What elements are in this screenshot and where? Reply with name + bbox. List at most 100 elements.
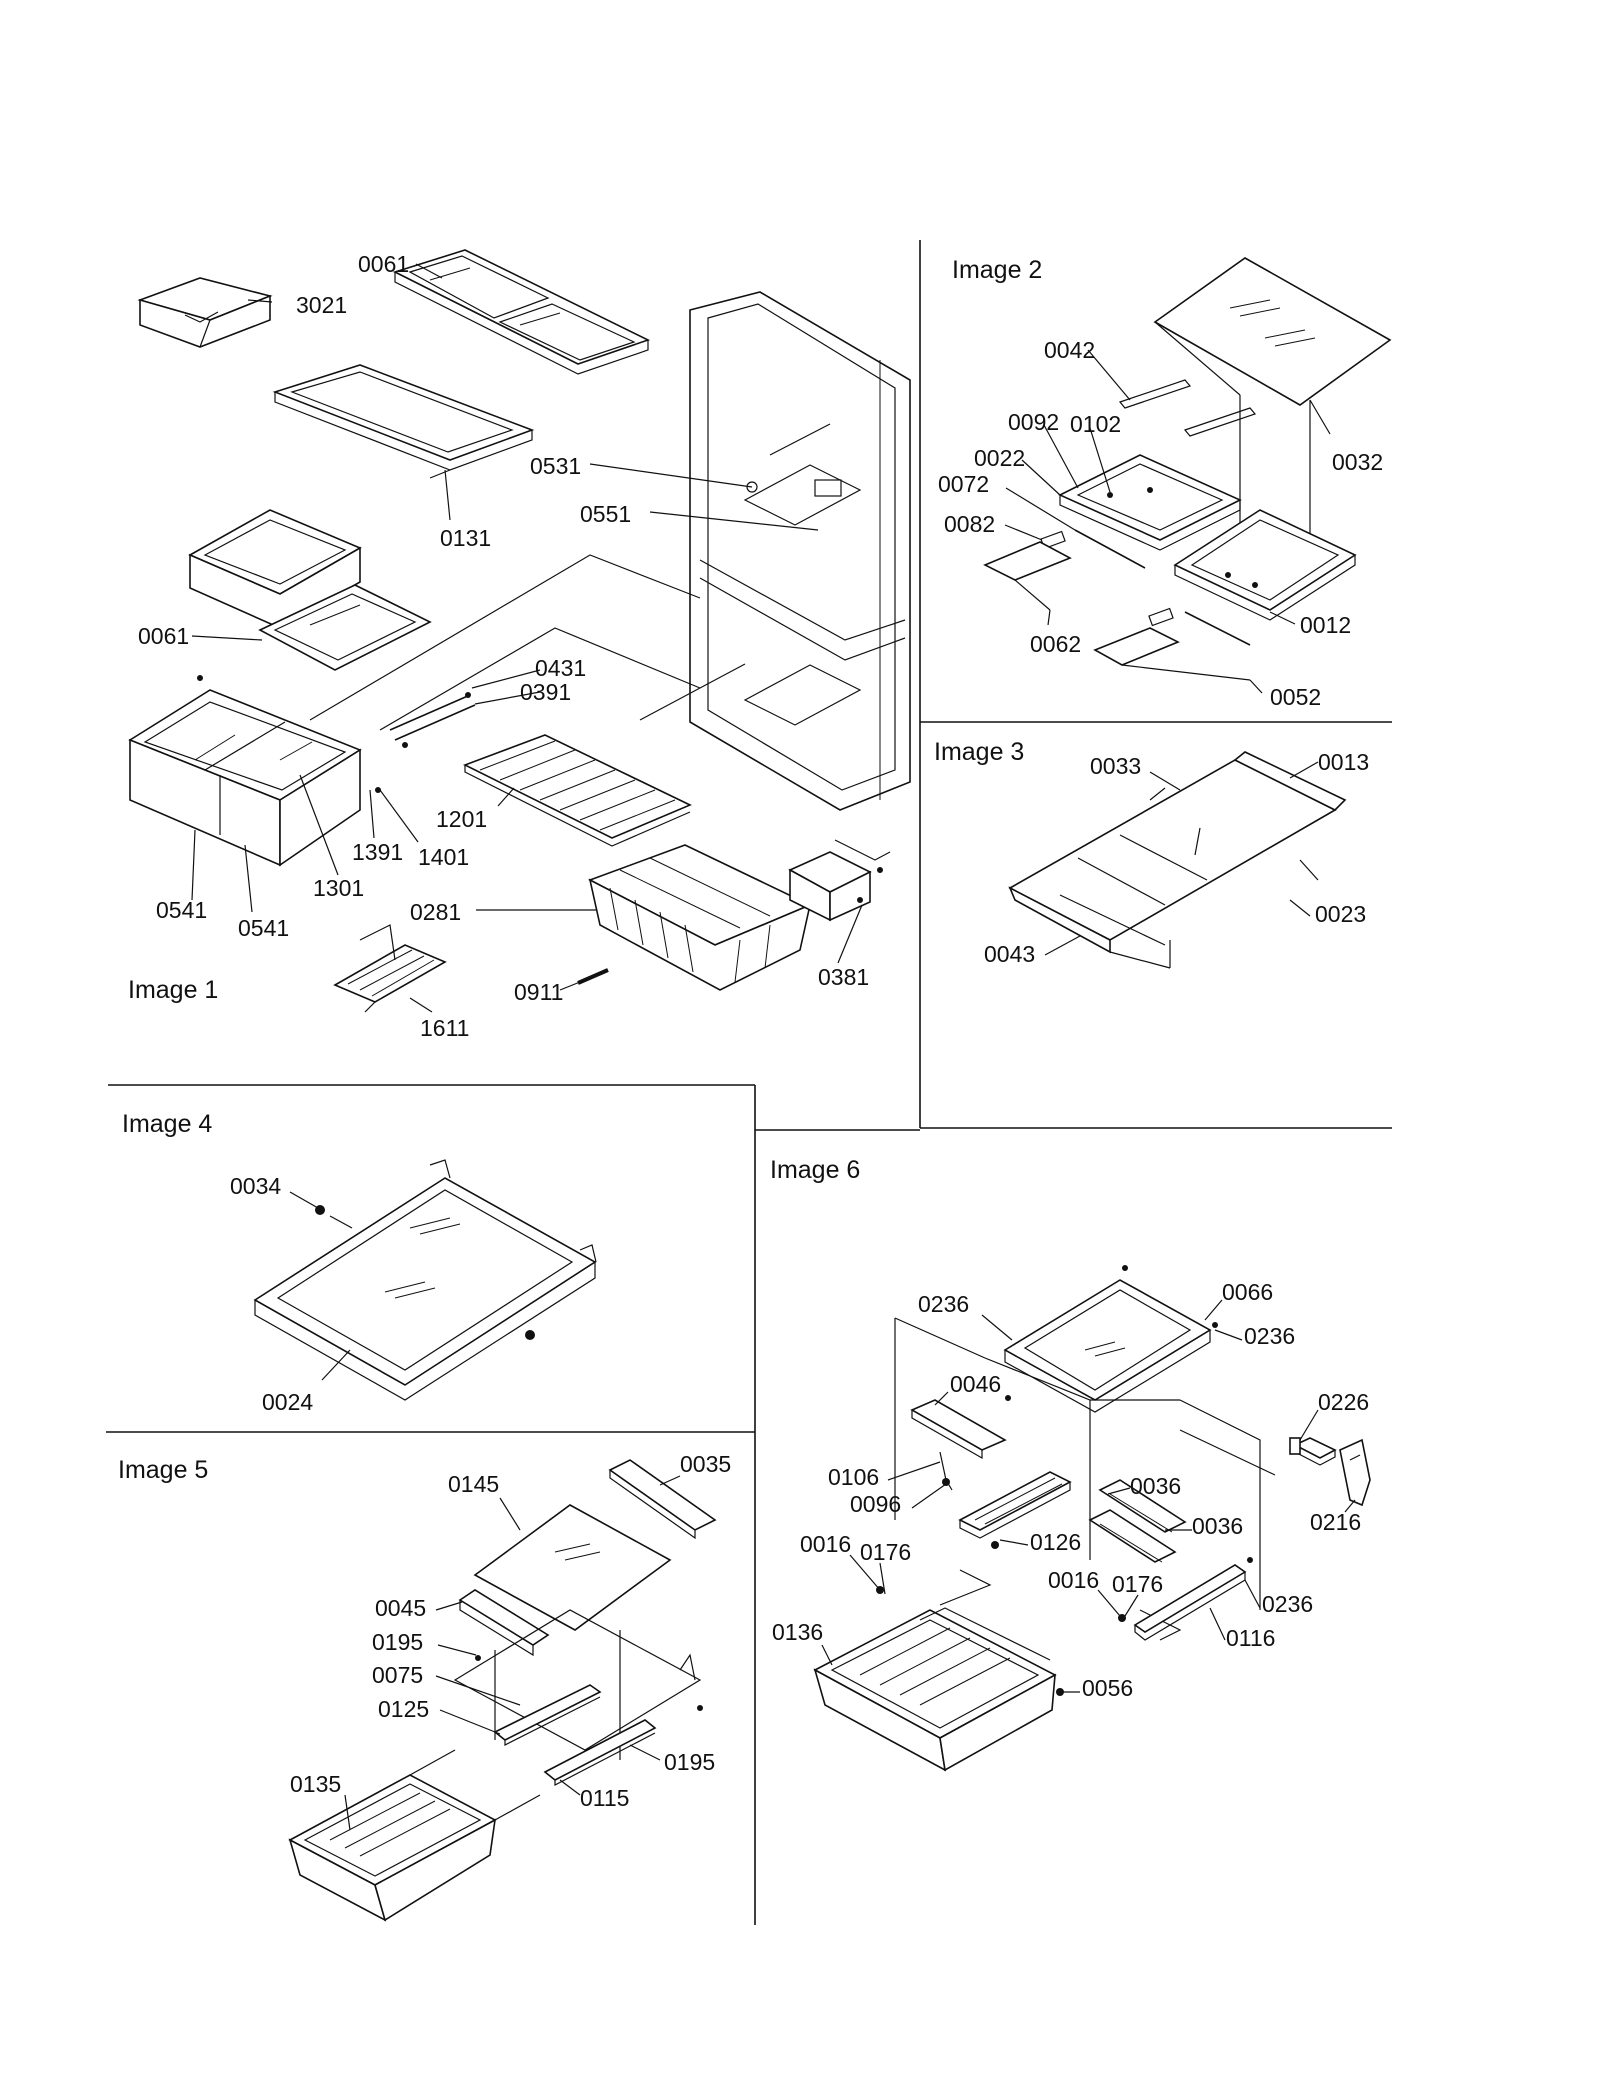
part-0036-rails bbox=[1088, 1479, 1187, 1563]
part-number-label: 0061 bbox=[358, 251, 409, 277]
part-number-label: 0036 bbox=[1130, 1473, 1181, 1499]
part-0911-pin bbox=[577, 968, 609, 985]
part-0135-drawer bbox=[288, 1749, 541, 1922]
part-0032-glass bbox=[1153, 257, 1392, 406]
part-3021-tray bbox=[137, 277, 273, 348]
part-number-label: 0022 bbox=[974, 445, 1025, 471]
part-number-label: 0072 bbox=[938, 471, 989, 497]
panel-image-4: Image 4 0034 0024 bbox=[122, 1110, 597, 1415]
part-number-label: 0115 bbox=[580, 1785, 629, 1811]
part-number-label: 0131 bbox=[440, 525, 491, 551]
part-number-label: 0016 bbox=[800, 1531, 851, 1557]
part-number-label: 0075 bbox=[372, 1662, 423, 1688]
part-0035-rail bbox=[608, 1459, 717, 1540]
panel-title: Image 3 bbox=[934, 738, 1024, 766]
part-number-label: 1611 bbox=[420, 1015, 469, 1041]
part-0431-0391-rails bbox=[389, 692, 476, 748]
callout-leaders-image-1 bbox=[191, 263, 863, 1013]
part-number-label: 0035 bbox=[680, 1451, 731, 1477]
part-number-label: 0012 bbox=[1300, 612, 1351, 638]
part-number-label: 0033 bbox=[1090, 753, 1141, 779]
part-0033-shelf-assembly bbox=[1008, 751, 1347, 969]
part-0125-0115-slides bbox=[493, 1684, 657, 1786]
part-number-label: 0024 bbox=[262, 1389, 313, 1415]
part-number-label: 0531 bbox=[530, 453, 581, 479]
callout-leaders-image-5 bbox=[344, 1475, 681, 1831]
part-number-label: 0062 bbox=[1030, 631, 1081, 657]
callout-leaders-image-3 bbox=[1044, 761, 1319, 956]
part-number-label: 0135 bbox=[290, 1771, 341, 1797]
part-number-label: 0013 bbox=[1318, 749, 1369, 775]
part-1201-wire-shelf bbox=[462, 734, 692, 847]
panel-image-6: Image 6 bbox=[770, 1156, 1371, 1772]
part-number-label: 0016 bbox=[1048, 1567, 1099, 1593]
part-0381-icemaker bbox=[788, 839, 891, 922]
panel-title: Image 4 bbox=[122, 1110, 212, 1138]
part-number-label: 0106 bbox=[828, 1464, 879, 1490]
part-0061-top-shelves bbox=[392, 249, 651, 375]
part-0042-trim bbox=[1118, 379, 1257, 437]
part-number-label: 0195 bbox=[664, 1749, 715, 1775]
part-number-label: 0096 bbox=[850, 1491, 901, 1517]
panel-dividers bbox=[106, 240, 1392, 1925]
part-number-label: 0541 bbox=[156, 897, 207, 923]
part-number-label: 0145 bbox=[448, 1471, 499, 1497]
part-number-label: 0036 bbox=[1192, 1513, 1243, 1539]
part-number-label: 0176 bbox=[860, 1539, 911, 1565]
part-number-label: 0046 bbox=[950, 1371, 1001, 1397]
part-number-label: 0911 bbox=[514, 979, 563, 1005]
part-number-label: 0176 bbox=[1112, 1571, 1163, 1597]
part-number-label: 0061 bbox=[138, 623, 189, 649]
part-number-label: 0126 bbox=[1030, 1529, 1081, 1555]
part-number-label: 0056 bbox=[1082, 1675, 1133, 1701]
part-0062-0052-covers bbox=[983, 541, 1251, 681]
panel-image-3: Image 3 0033 0013 0023 0043 bbox=[934, 738, 1369, 969]
part-number-label: 0092 bbox=[1008, 409, 1059, 435]
part-0216-cover bbox=[1339, 1438, 1371, 1507]
part-number-label: 0045 bbox=[375, 1595, 426, 1621]
part-0072-slides bbox=[1040, 529, 1251, 646]
part-number-label: 0032 bbox=[1332, 449, 1383, 475]
part-number-label: 0052 bbox=[1270, 684, 1321, 710]
part-number-label: 0391 bbox=[520, 679, 571, 705]
part-0136-drawer bbox=[813, 1586, 1064, 1772]
callout-leaders-image-4 bbox=[289, 1191, 353, 1381]
part-number-label: 0082 bbox=[944, 511, 995, 537]
part-number-label: 0551 bbox=[580, 501, 631, 527]
part-0541-crisper-drawers bbox=[128, 689, 362, 867]
part-number-label: 0102 bbox=[1070, 411, 1121, 437]
part-number-label: 0066 bbox=[1222, 1279, 1273, 1305]
part-0066-shelf bbox=[1003, 1265, 1218, 1413]
part-0046-rail bbox=[910, 1395, 1011, 1460]
part-number-label: 3021 bbox=[296, 292, 347, 318]
part-cabinet bbox=[689, 291, 911, 811]
panel-image-5: Image 5 bbox=[118, 1451, 731, 1922]
callout-leaders-image-6 bbox=[821, 1299, 1356, 1693]
panel-image-2: Image 2 bbox=[938, 256, 1392, 710]
part-number-label: 0034 bbox=[230, 1173, 281, 1199]
part-number-label: 0381 bbox=[818, 964, 869, 990]
part-number-label: 1401 bbox=[418, 844, 469, 870]
part-number-label: 0236 bbox=[918, 1291, 969, 1317]
panel-title: Image 6 bbox=[770, 1156, 860, 1184]
part-number-label: 0216 bbox=[1310, 1509, 1361, 1535]
part-0281-wire-basket bbox=[588, 844, 812, 991]
panel-title: Image 1 bbox=[128, 976, 218, 1004]
part-0131-shelf-frame bbox=[272, 364, 535, 479]
part-number-label: 0042 bbox=[1044, 337, 1095, 363]
part-number-label: 0226 bbox=[1318, 1389, 1369, 1415]
part-number-label: 1301 bbox=[313, 875, 364, 901]
part-number-label: 0125 bbox=[378, 1696, 429, 1722]
part-number-label: 1391 bbox=[352, 839, 403, 865]
panel-title: Image 2 bbox=[952, 256, 1042, 284]
part-number-label: 0236 bbox=[1244, 1323, 1295, 1349]
part-0145-glass bbox=[473, 1504, 672, 1631]
part-number-label: 0023 bbox=[1315, 901, 1366, 927]
part-number-label: 1201 bbox=[436, 806, 487, 832]
part-number-label: 0281 bbox=[410, 899, 461, 925]
part-1611-rack bbox=[333, 924, 447, 1013]
part-frame-image-5 bbox=[453, 1609, 703, 1760]
part-number-label: 0136 bbox=[772, 1619, 823, 1645]
part-number-label: 0236 bbox=[1262, 1591, 1313, 1617]
part-upper-crisper bbox=[188, 509, 432, 671]
